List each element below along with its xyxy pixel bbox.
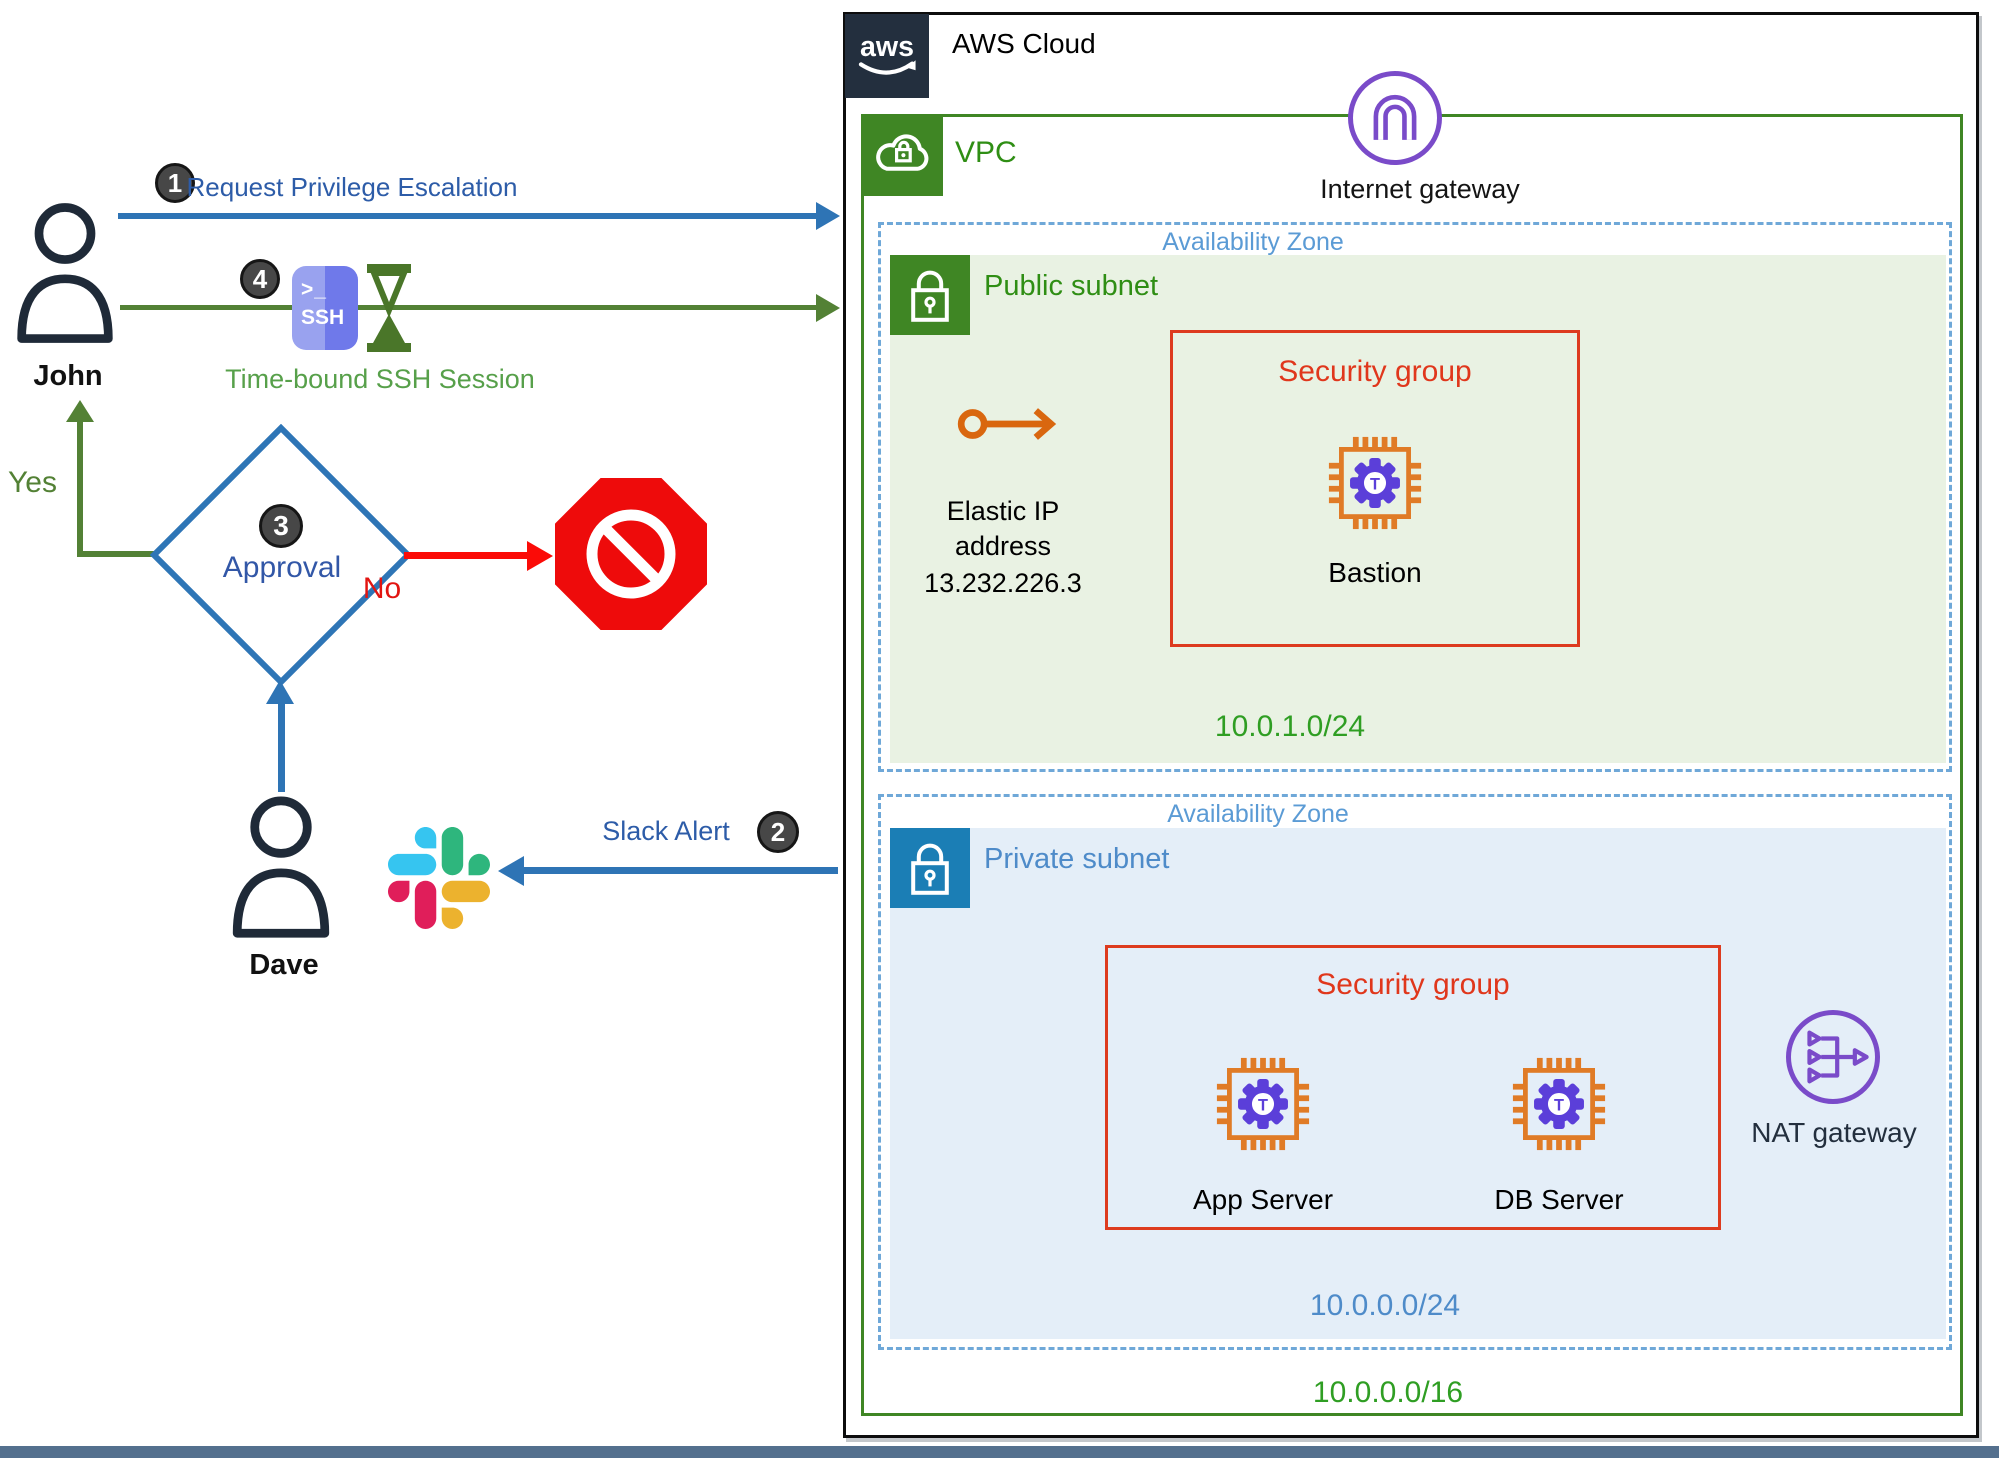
dave-to-approval-arrow-line bbox=[278, 702, 285, 792]
availability-zone-1: Availability Zone bbox=[878, 222, 1952, 772]
no-arrow-line bbox=[404, 552, 530, 559]
internet-gateway-label: Internet gateway bbox=[1320, 174, 1520, 204]
db-server-label: DB Server bbox=[1494, 1184, 1624, 1215]
aws-cloud-label: AWS Cloud bbox=[952, 28, 1096, 59]
request-arrow-line bbox=[118, 213, 818, 219]
public-subnet-icon bbox=[890, 255, 970, 335]
vpc-icon bbox=[863, 116, 943, 196]
dave-to-approval-arrow-head-icon bbox=[266, 680, 294, 704]
yes-arrow-line bbox=[77, 420, 83, 554]
step-4-badge: 4 bbox=[240, 259, 280, 299]
ssh-session-arrow-head-icon bbox=[816, 294, 840, 322]
private-security-group: Security group T bbox=[1105, 945, 1721, 1230]
internet-gateway-icon bbox=[1348, 71, 1442, 165]
user-dave-icon bbox=[225, 795, 337, 946]
db-server-ec2-icon: T bbox=[1511, 1056, 1607, 1152]
denied-stop-icon bbox=[555, 478, 707, 630]
bastion-ec2-icon: T bbox=[1327, 435, 1423, 531]
public-subnet-cidr: 10.0.1.0/24 bbox=[1214, 710, 1366, 743]
yes-arrow-head-icon bbox=[66, 400, 94, 422]
svg-text:T: T bbox=[1258, 1097, 1268, 1115]
hourglass-icon bbox=[364, 264, 414, 352]
private-security-group-label: Security group bbox=[1316, 968, 1510, 1001]
dave-label: Dave bbox=[249, 949, 319, 981]
nat-gateway-icon bbox=[1786, 1010, 1880, 1104]
yes-arrow-elbow bbox=[77, 551, 163, 557]
ssh-session-arrow-line bbox=[120, 305, 818, 310]
slack-alert-arrow-head-icon bbox=[498, 856, 524, 886]
elastic-ip-icon bbox=[955, 402, 1063, 446]
ssh-icon-prompt: >_ bbox=[301, 278, 327, 301]
elastic-ip-value: 13.232.226.3 bbox=[924, 568, 1082, 598]
john-label: John bbox=[33, 360, 103, 392]
aws-logo-text: aws bbox=[860, 31, 914, 63]
slack-icon bbox=[388, 827, 490, 934]
ssh-terminal-icon: >_ SSH bbox=[292, 266, 358, 350]
app-server-ec2-icon: T bbox=[1215, 1056, 1311, 1152]
svg-text:T: T bbox=[1554, 1097, 1564, 1115]
no-label: No bbox=[362, 572, 402, 605]
slack-alert-arrow-line bbox=[520, 867, 838, 874]
availability-zone-2-label: Availability Zone bbox=[1167, 800, 1349, 828]
vpc-cidr: 10.0.0.0/16 bbox=[1312, 1376, 1464, 1409]
step-1-badge: 1 bbox=[155, 163, 195, 203]
bastion-label: Bastion bbox=[1328, 557, 1422, 588]
yes-label: Yes bbox=[8, 466, 57, 499]
availability-zone-1-label: Availability Zone bbox=[1162, 228, 1344, 256]
availability-zone-2: Availability Zone bbox=[878, 794, 1952, 1350]
aws-logo-icon: aws bbox=[845, 14, 929, 98]
step-3-badge: 3 bbox=[259, 504, 303, 548]
vpc-label: VPC bbox=[955, 136, 1017, 169]
public-security-group: Security group T bbox=[1170, 330, 1580, 647]
slack-alert-label: Slack Alert bbox=[602, 816, 730, 846]
svg-text:T: T bbox=[1370, 476, 1380, 494]
private-subnet-label: Private subnet bbox=[984, 843, 1170, 875]
public-subnet-area bbox=[890, 255, 1946, 763]
user-john-icon bbox=[12, 194, 118, 359]
nat-gateway-label: NAT gateway bbox=[1751, 1117, 1917, 1148]
public-security-group-label: Security group bbox=[1278, 355, 1472, 388]
request-arrow-head-icon bbox=[816, 202, 840, 230]
step-2-badge: 2 bbox=[757, 811, 799, 853]
no-arrow-head-icon bbox=[527, 541, 553, 571]
private-subnet-area bbox=[890, 828, 1946, 1339]
approval-label: Approval bbox=[222, 551, 342, 584]
app-server-label: App Server bbox=[1192, 1184, 1334, 1215]
private-subnet-cidr: 10.0.0.0/24 bbox=[1309, 1289, 1461, 1322]
ssh-icon-text: SSH bbox=[301, 306, 345, 330]
window-bottom-bar bbox=[0, 1446, 1999, 1458]
public-subnet-label: Public subnet bbox=[984, 270, 1159, 302]
private-subnet-icon bbox=[890, 828, 970, 908]
elastic-ip-label: Elastic IP address bbox=[946, 496, 1060, 561]
time-bound-ssh-label: Time-bound SSH Session bbox=[225, 364, 535, 394]
request-privilege-label: Request Privilege Escalation bbox=[186, 172, 518, 202]
